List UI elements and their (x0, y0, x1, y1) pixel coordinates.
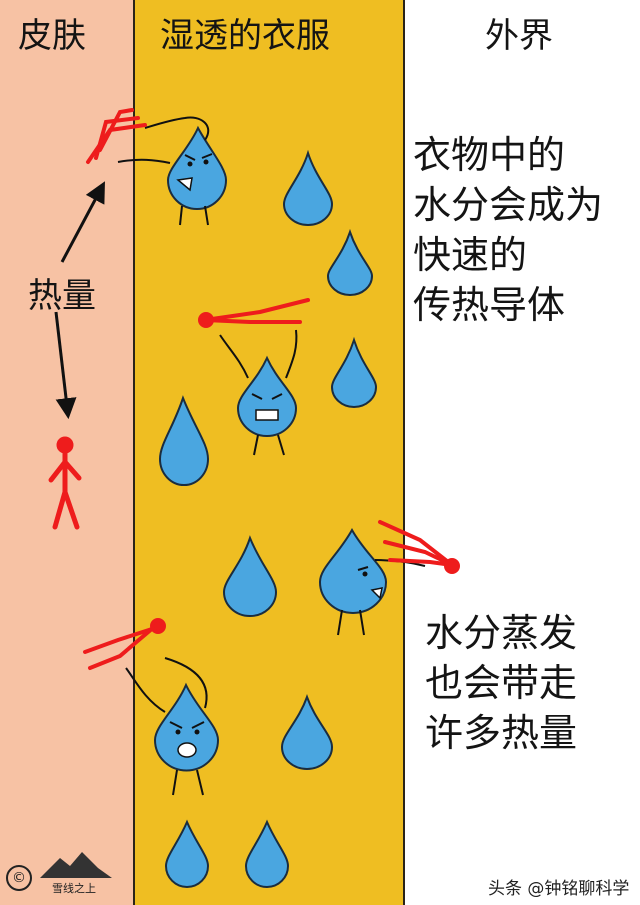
water-drop (158, 395, 210, 486)
heat-arrow-red-3 (378, 520, 460, 574)
water-drop-character-3 (318, 527, 426, 636)
outside-column (405, 0, 640, 905)
wet-clothes-header: 湿透的衣服 (160, 16, 330, 56)
credit-watermark: 头条 @钟铭聊科学 (488, 879, 630, 899)
water-drop (222, 535, 278, 617)
water-drop (330, 336, 378, 408)
red-person-icon (48, 436, 82, 530)
heat-arrow-up (60, 181, 105, 263)
copyright-icon: © (6, 865, 32, 891)
logo-text: 雪线之上 (52, 882, 96, 895)
heat-arrow-down (54, 311, 77, 420)
heat-arrow-red-2 (198, 298, 310, 328)
outside-header: 外界 (485, 16, 553, 56)
evaporation-text: 水分蒸发 也会带走 许多热量 (425, 611, 578, 755)
conductor-text: 衣物中的 水分会成为 快速的 传热导体 (413, 133, 604, 327)
water-drop (244, 819, 290, 888)
water-drop (280, 694, 334, 770)
water-drop (282, 149, 334, 226)
water-drops (158, 149, 378, 888)
water-drop-character-1 (117, 116, 228, 226)
heat-label: 热量 (28, 276, 96, 316)
skin-header: 皮肤 (18, 16, 86, 56)
water-drop-character-2 (219, 329, 298, 456)
mountain-logo (40, 852, 112, 878)
water-drop-character-4 (125, 657, 220, 796)
water-drop (326, 228, 374, 296)
heat-arrow-red-1 (86, 108, 147, 164)
water-drop (164, 819, 210, 888)
heat-arrow-red-4 (83, 618, 166, 670)
